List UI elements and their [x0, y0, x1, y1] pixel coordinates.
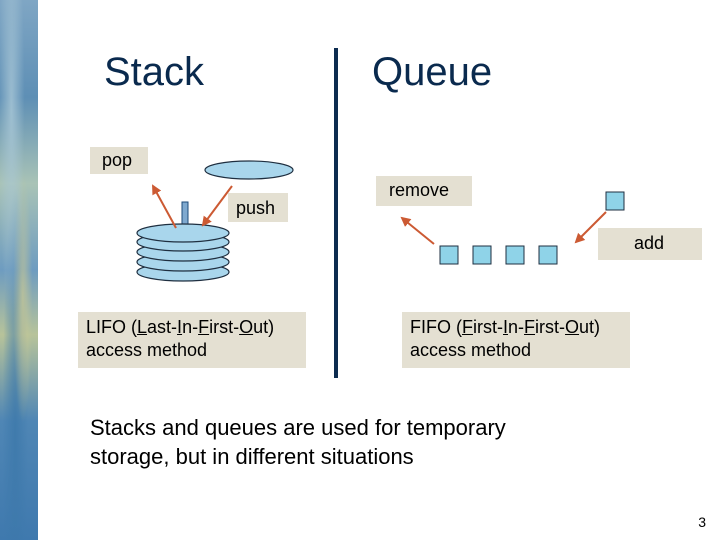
add-arrow — [574, 211, 607, 244]
push-arrow — [201, 185, 233, 227]
column-divider — [334, 48, 338, 378]
fifo-method-line1: FIFO (First-In-First-Out) — [410, 317, 601, 337]
incoming-queue-element — [605, 191, 625, 211]
queue-element — [439, 245, 459, 265]
lifo-description: LIFO (Last-In-First-Out) access method — [78, 312, 306, 368]
summary-text: Stacks and queues are used for temporary… — [90, 414, 610, 471]
queue-element — [538, 245, 558, 265]
pop-arrow — [152, 184, 177, 229]
remove-arrow — [400, 216, 435, 245]
summary-line1: Stacks and queues are used for temporary — [90, 415, 506, 440]
add-label: add — [598, 228, 702, 260]
queue-element — [505, 245, 525, 265]
stack-disk — [136, 223, 230, 243]
decorative-side-band — [0, 0, 38, 540]
queue-element — [472, 245, 492, 265]
push-label: push — [228, 193, 288, 222]
remove-label: remove — [376, 176, 472, 206]
fifo-description: FIFO (First-In-First-Out) access method — [402, 312, 630, 368]
queue-title: Queue — [372, 50, 493, 94]
stack-title: Stack — [104, 50, 205, 94]
fifo-method-line2: access method — [410, 339, 532, 360]
page-number: 3 — [698, 514, 706, 530]
lifo-method-line1: LIFO (Last-In-First-Out) — [86, 317, 275, 337]
push-disk — [204, 160, 294, 180]
lifo-method-line2: access method — [86, 339, 208, 360]
pop-label: pop — [90, 147, 148, 174]
summary-line2: storage, but in different situations — [90, 443, 414, 469]
